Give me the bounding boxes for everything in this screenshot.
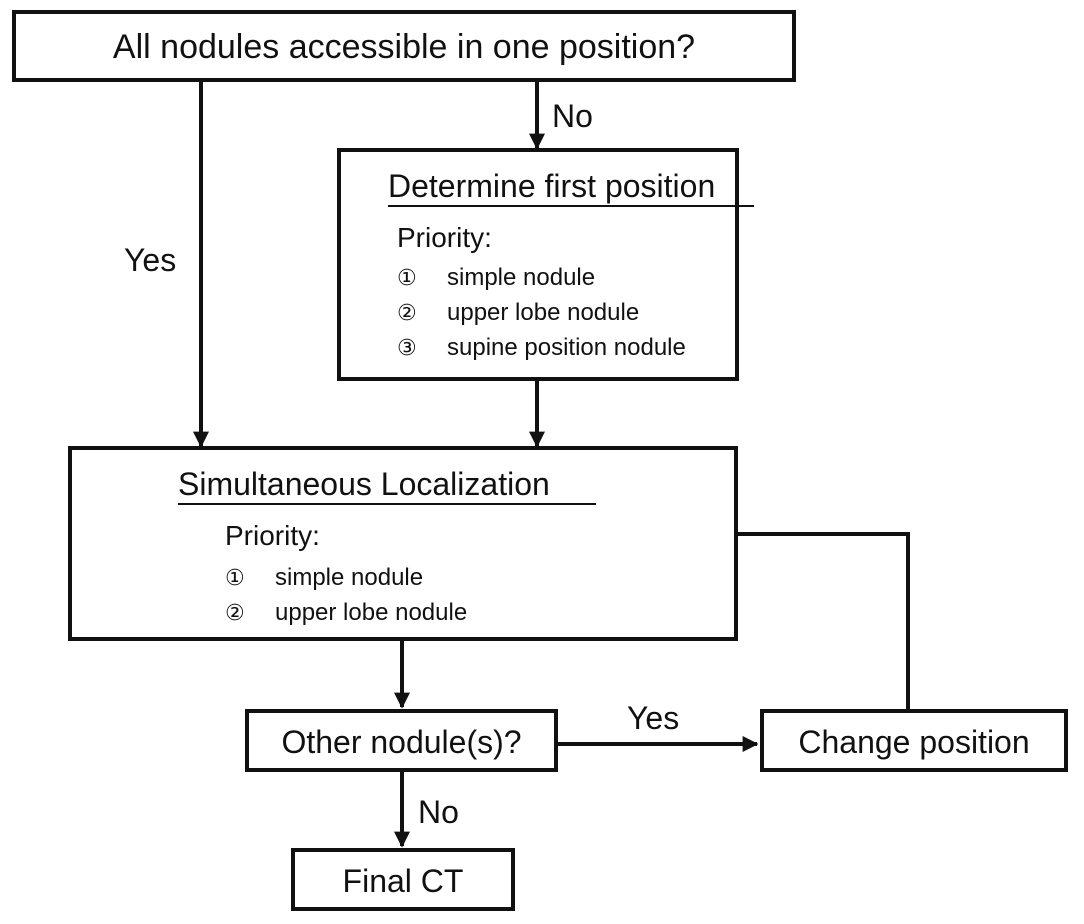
simultaneous-item-1: ① simple nodule xyxy=(225,564,423,592)
question-accessible-box: All nodules accessible in one position? xyxy=(12,10,796,82)
item-text: upper lobe nodule xyxy=(447,299,640,326)
final-ct-text: Final CT xyxy=(342,863,464,899)
other-nodules-box: Other nodule(s)? xyxy=(245,709,558,772)
simultaneous-title: Simultaneous Localization xyxy=(178,466,550,502)
determine-first-item-1: ① simple nodule xyxy=(397,264,595,292)
item-text: simple nodule xyxy=(447,264,596,291)
determine-first-priority-label: Priority: xyxy=(397,222,492,253)
item-text: supine position nodule xyxy=(447,334,686,361)
item-text: simple nodule xyxy=(275,564,424,591)
determine-first-box: Determine first position Priority: ① simp… xyxy=(337,148,754,381)
item-number-1: ① xyxy=(225,566,245,591)
item-number-1: ① xyxy=(397,266,417,291)
item-number-2: ② xyxy=(397,301,417,326)
edge-label-accessible-yes: Yes xyxy=(124,242,177,278)
item-number-2: ② xyxy=(225,601,245,626)
simultaneous-localization-box: Simultaneous Localization Priority: ① sim… xyxy=(68,446,738,641)
simultaneous-title-underline xyxy=(178,503,596,505)
simultaneous-priority-label: Priority: xyxy=(225,520,320,551)
determine-first-item-2: ② upper lobe nodule xyxy=(397,299,639,327)
simultaneous-item-2: ② upper lobe nodule xyxy=(225,599,467,627)
determine-first-item-3: ③ supine position nodule xyxy=(397,334,686,362)
other-nodules-text: Other nodule(s)? xyxy=(281,724,522,760)
arrow-change-loop xyxy=(704,526,910,709)
edge-label-other-yes: Yes xyxy=(627,700,680,736)
edge-label-other-no: No xyxy=(418,794,459,830)
item-text: upper lobe nodule xyxy=(275,599,468,626)
determine-first-title: Determine first position xyxy=(388,168,716,204)
change-position-box: Change position xyxy=(760,709,1068,772)
change-position-text: Change position xyxy=(798,724,1030,760)
edge-label-accessible-no: No xyxy=(552,98,593,134)
question-accessible-text: All nodules accessible in one position? xyxy=(112,28,696,66)
item-number-3: ③ xyxy=(397,336,417,361)
final-ct-box: Final CT xyxy=(291,848,515,911)
determine-first-title-underline xyxy=(388,205,754,207)
